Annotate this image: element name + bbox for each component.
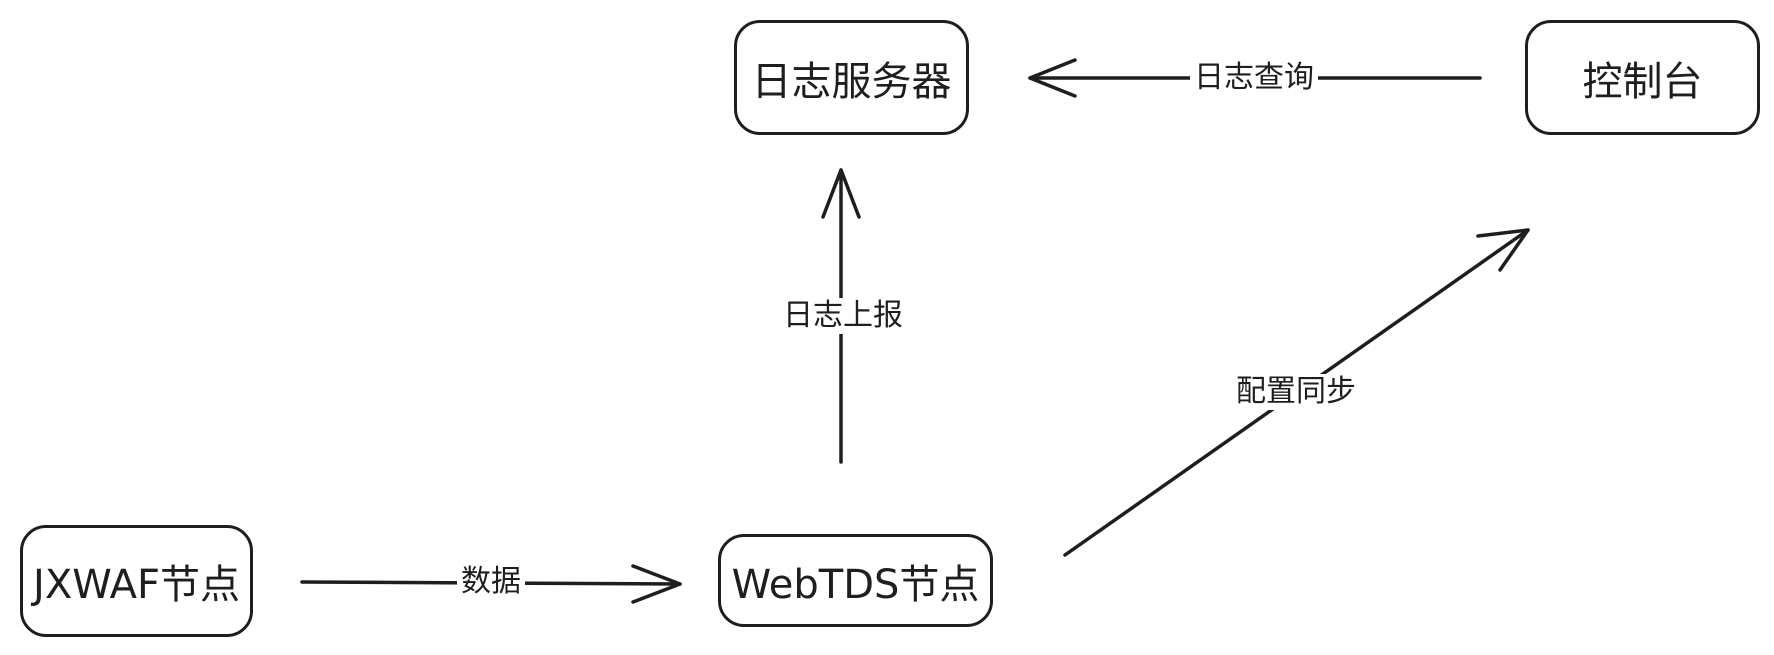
edge-label-data: 数据: [457, 564, 525, 600]
node-console-label: 控制台: [1582, 58, 1703, 105]
node-log-server-label: 日志服务器: [751, 58, 952, 105]
arrowhead-log-query: [1028, 58, 1077, 98]
node-jxwaf: JXWAF节点: [20, 525, 253, 637]
arrowhead-config-sync: [1476, 228, 1530, 272]
arrowhead-data: [631, 564, 682, 604]
edge-label-log-report: 日志上报: [779, 298, 907, 334]
edge-label-config-sync: 配置同步: [1232, 374, 1360, 410]
node-log-server: 日志服务器: [734, 20, 969, 135]
node-console: 控制台: [1525, 20, 1760, 135]
node-webtds-label: WebTDS节点: [731, 561, 980, 608]
node-webtds: WebTDS节点: [718, 534, 993, 627]
edge-label-log-query: 日志查询: [1190, 60, 1318, 96]
node-jxwaf-label: JXWAF节点: [33, 562, 240, 608]
arrowhead-log-report: [821, 168, 861, 219]
